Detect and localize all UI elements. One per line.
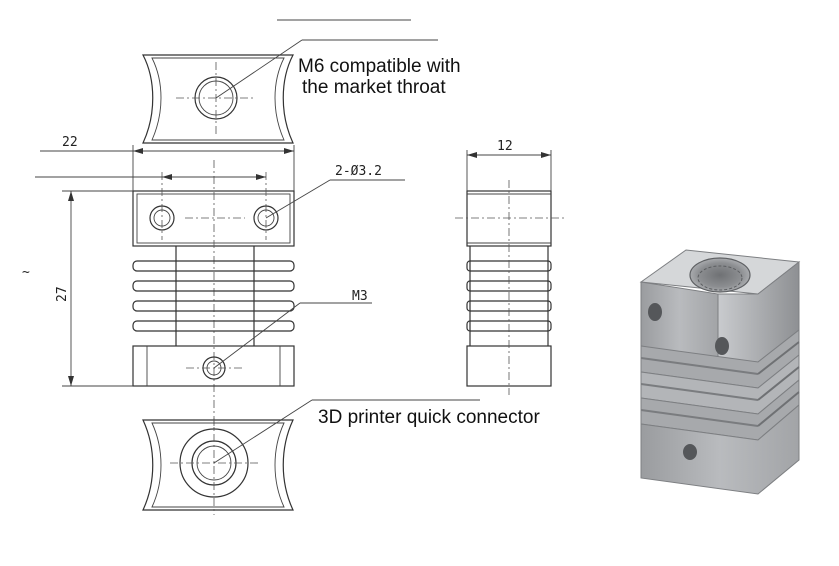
throat-callout-line2: the market throat: [302, 77, 446, 98]
render-thread-rings: [697, 265, 743, 291]
fin-2: [132, 280, 295, 292]
top-view-inner-outline: [151, 57, 285, 141]
dim-depth-label: 12: [497, 139, 513, 154]
holes-leader: [265, 179, 331, 219]
render-m3-hole: [683, 444, 697, 460]
dim22-arrow-right: [284, 148, 294, 154]
product-render: [639, 249, 801, 495]
render-threaded-hole: [689, 257, 751, 293]
throat-callout-line1: M6 compatible with: [298, 56, 461, 77]
dim12-arrow-left: [467, 152, 477, 158]
stray-mark: ~: [22, 265, 30, 280]
dim12-arrow-right: [541, 152, 551, 158]
hole-spacing-arrow-left: [162, 174, 172, 180]
holes-label: 2-Ø3.2: [335, 164, 382, 179]
render-mount-hole-right: [715, 337, 729, 355]
fin-1: [132, 260, 295, 272]
fin-4: [132, 320, 295, 332]
front-bottom-block: [132, 345, 295, 387]
bottom-view: [142, 399, 480, 515]
m3-label: M3: [352, 289, 368, 304]
front-view: [35, 145, 405, 430]
render-groove-side-3: [757, 391, 800, 427]
render-mount-hole-left: [648, 303, 662, 321]
render-groove-2: [640, 383, 759, 401]
top-view-outline: [142, 54, 294, 144]
render-groove-side-1: [757, 341, 800, 375]
top-view: [142, 39, 438, 144]
dim-width-label: 22: [62, 135, 78, 150]
front-top-block-inner: [136, 193, 291, 244]
dim27-arrow-bottom: [68, 376, 74, 386]
side-view: [455, 150, 565, 395]
dim22-arrow-left: [133, 148, 143, 154]
front-top-block: [132, 190, 295, 247]
render-bottom-block: [640, 403, 800, 495]
bottom-view-inner-outline: [151, 422, 285, 508]
render-groove-3: [640, 409, 759, 427]
hole-spacing-arrow-right: [256, 174, 266, 180]
throat-leader: [215, 39, 303, 99]
dim27-arrow-top: [68, 191, 74, 201]
bottom-view-outline: [142, 419, 294, 511]
dim-height-label: 27: [55, 286, 70, 302]
m3-leader: [213, 302, 301, 369]
render-groove-side-2: [757, 366, 800, 401]
fin-3: [132, 300, 295, 312]
render-groove-1: [640, 357, 759, 375]
connector-callout: 3D printer quick connector: [318, 407, 540, 428]
connector-leader: [213, 399, 313, 464]
